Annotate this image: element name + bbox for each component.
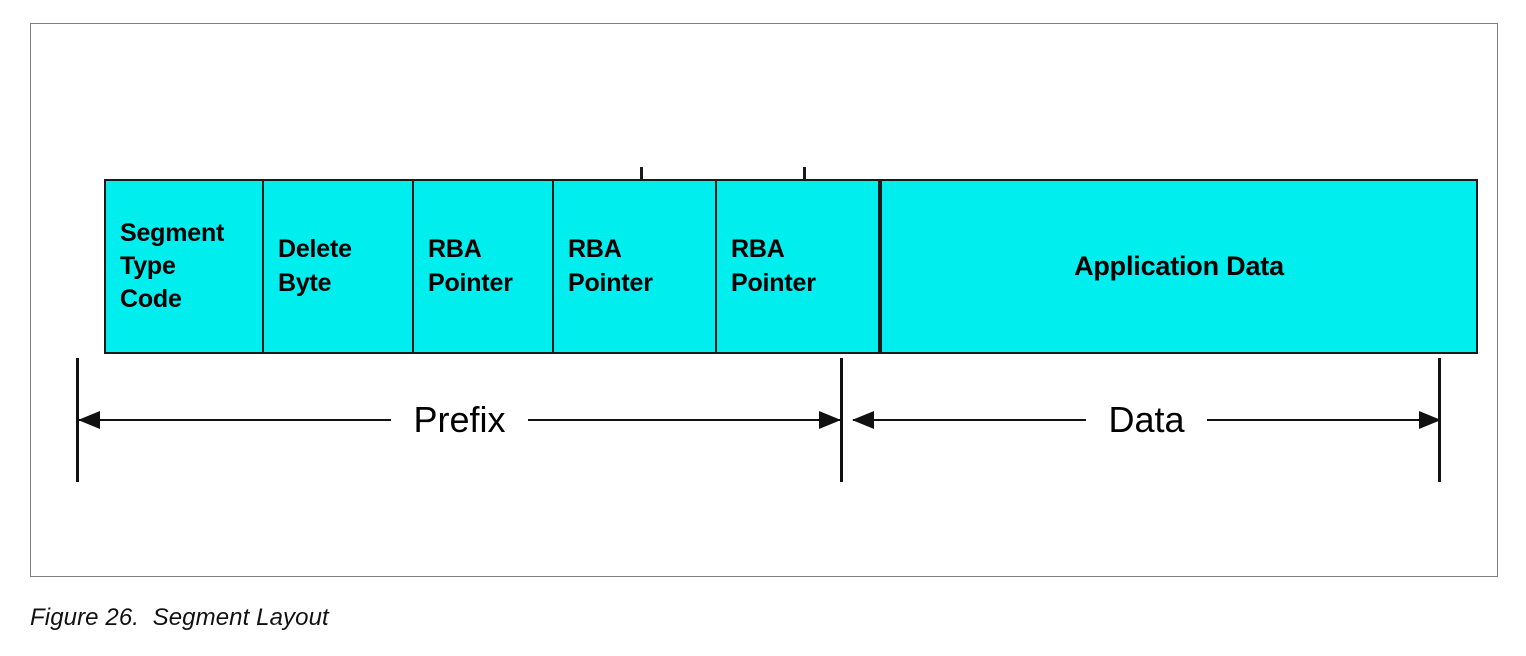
segment-cell-label: RBA Pointer: [568, 235, 653, 297]
span-data: Data: [853, 358, 1441, 482]
span-prefix: Prefix: [79, 358, 840, 482]
segment-cell-label: Segment Type Code: [120, 218, 225, 314]
figure-caption: Figure 26. Segment Layout: [30, 604, 329, 631]
boundary-tick-prefix-inner: [640, 167, 643, 181]
span-tick-right: [1438, 358, 1441, 482]
arrow-left-head-icon: [79, 418, 392, 422]
arrow-left-head-icon: [853, 418, 1087, 422]
segment-cell-label: RBA Pointer: [731, 235, 816, 297]
segment-cell-label: Delete Byte: [278, 235, 352, 297]
span-annotation-band: Prefix Data: [0, 358, 1526, 482]
segment-cell-label: RBA Pointer: [428, 235, 513, 297]
segment-cell-delete-byte: Delete Byte: [262, 181, 412, 352]
span-data-arrow-row: Data: [853, 358, 1441, 482]
segment-cell-rba-pointer-2: RBA Pointer: [552, 181, 715, 352]
segment-cell-rba-pointer-1: RBA Pointer: [412, 181, 552, 352]
boundary-tick-prefix-data: [803, 167, 806, 181]
span-tick-middle: [840, 358, 843, 482]
figure-frame: Segment Type Code Delete Byte RBA Pointe…: [30, 23, 1498, 577]
segment-cell-label: Application Data: [1074, 250, 1284, 281]
span-prefix-arrow-row: Prefix: [79, 358, 840, 482]
span-data-label: Data: [1108, 399, 1185, 440]
span-prefix-label: Prefix: [413, 399, 506, 440]
segment-cell-application-data: Application Data: [878, 181, 1476, 352]
segment-layout-bar: Segment Type Code Delete Byte RBA Pointe…: [104, 179, 1478, 354]
segment-cell-segment-type-code: Segment Type Code: [106, 181, 262, 352]
arrow-right-head-icon: [527, 418, 840, 422]
arrow-right-head-icon: [1206, 418, 1441, 422]
segment-cell-rba-pointer-3: RBA Pointer: [715, 181, 878, 352]
